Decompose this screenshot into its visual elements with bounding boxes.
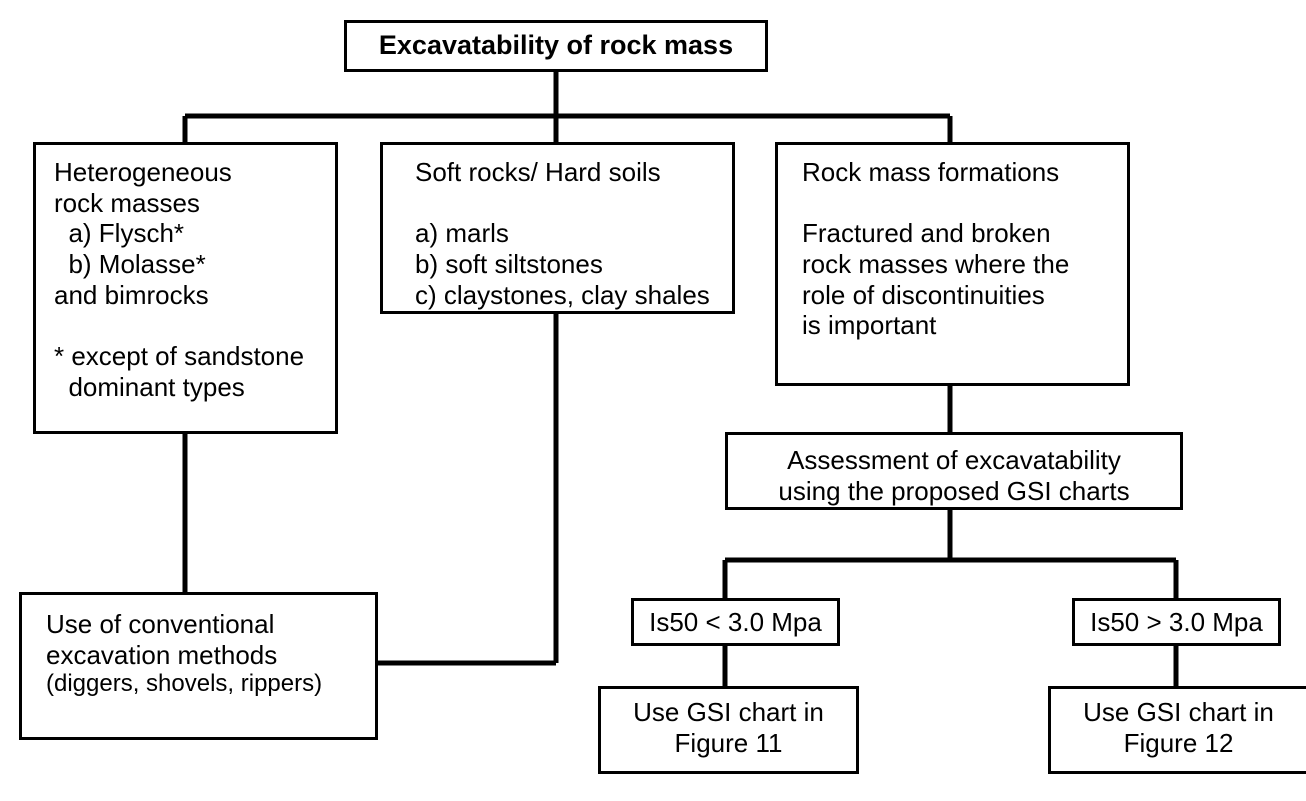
rock-mass-line-6: is important [802,310,937,341]
gsi11-line-1: Use GSI chart in [633,697,824,727]
gsi11-line-2: Figure 11 [674,727,783,758]
node-use-gsi-chart-figure-12[interactable]: Use GSI chart in Figure 12 [1048,686,1306,774]
heterogeneous-line-5: and bimrocks [54,279,209,310]
rock-mass-line-5: role of discontinuities [802,279,1045,310]
assessment-line-2: using the proposed GSI charts [778,475,1130,506]
node-assessment-of-excavatability[interactable]: Assessment of excavatability using the p… [725,432,1183,510]
node-is50-greater-than-threshold[interactable]: Is50 > 3.0 Mpa [1072,598,1281,646]
assessment-line-1: Assessment of excavatability [787,445,1121,475]
gsi12-line-1: Use GSI chart in [1083,697,1274,727]
soft-rocks-line-5: c) claystones, clay shales [415,279,710,310]
node-conventional-excavation-methods[interactable]: Use of conventional excavation methods (… [19,592,378,740]
rock-mass-line-3: Fractured and broken [802,218,1051,249]
conventional-line-3: (diggers, shovels, rippers) [46,670,323,698]
heterogeneous-line-8: dominant types [54,371,245,402]
soft-rocks-line-1: Soft rocks/ Hard soils [415,157,661,187]
heterogeneous-line-7: * except of sandstone [54,341,305,372]
soft-rocks-line-3: a) marls [415,218,509,249]
heterogeneous-line-6 [54,310,335,341]
node-heterogeneous-rock-masses[interactable]: Heterogeneous rock masses a) Flysch* b) … [33,142,338,434]
node-use-gsi-chart-figure-11[interactable]: Use GSI chart in Figure 11 [598,686,859,774]
is50-low-label: Is50 < 3.0 Mpa [649,606,822,637]
gsi12-line-2: Figure 12 [1123,727,1234,758]
node-is50-less-than-threshold[interactable]: Is50 < 3.0 Mpa [631,598,840,646]
soft-rocks-line-4: b) soft siltstones [415,249,603,280]
conventional-line-1: Use of conventional [46,609,275,639]
heterogeneous-line-2: rock masses [54,187,200,218]
heterogeneous-line-1: Heterogeneous [54,157,232,187]
rock-mass-line-1: Rock mass formations [802,157,1060,187]
heterogeneous-line-3: a) Flysch* [54,218,185,249]
node-soft-rocks-hard-soils[interactable]: Soft rocks/ Hard soils a) marls b) soft … [380,142,735,314]
node-rock-mass-formations[interactable]: Rock mass formations Fractured and broke… [775,142,1130,386]
node-excavatability-of-rock-mass[interactable]: Excavatability of rock mass [344,20,768,72]
is50-high-label: Is50 > 3.0 Mpa [1090,606,1263,637]
node-root-label: Excavatability of rock mass [378,30,734,61]
heterogeneous-line-4: b) Molasse* [54,249,206,280]
rock-mass-line-2 [802,188,1127,219]
rock-mass-line-4: rock masses where the [802,249,1070,280]
conventional-line-2: excavation methods [46,639,278,670]
soft-rocks-line-2 [415,188,732,219]
